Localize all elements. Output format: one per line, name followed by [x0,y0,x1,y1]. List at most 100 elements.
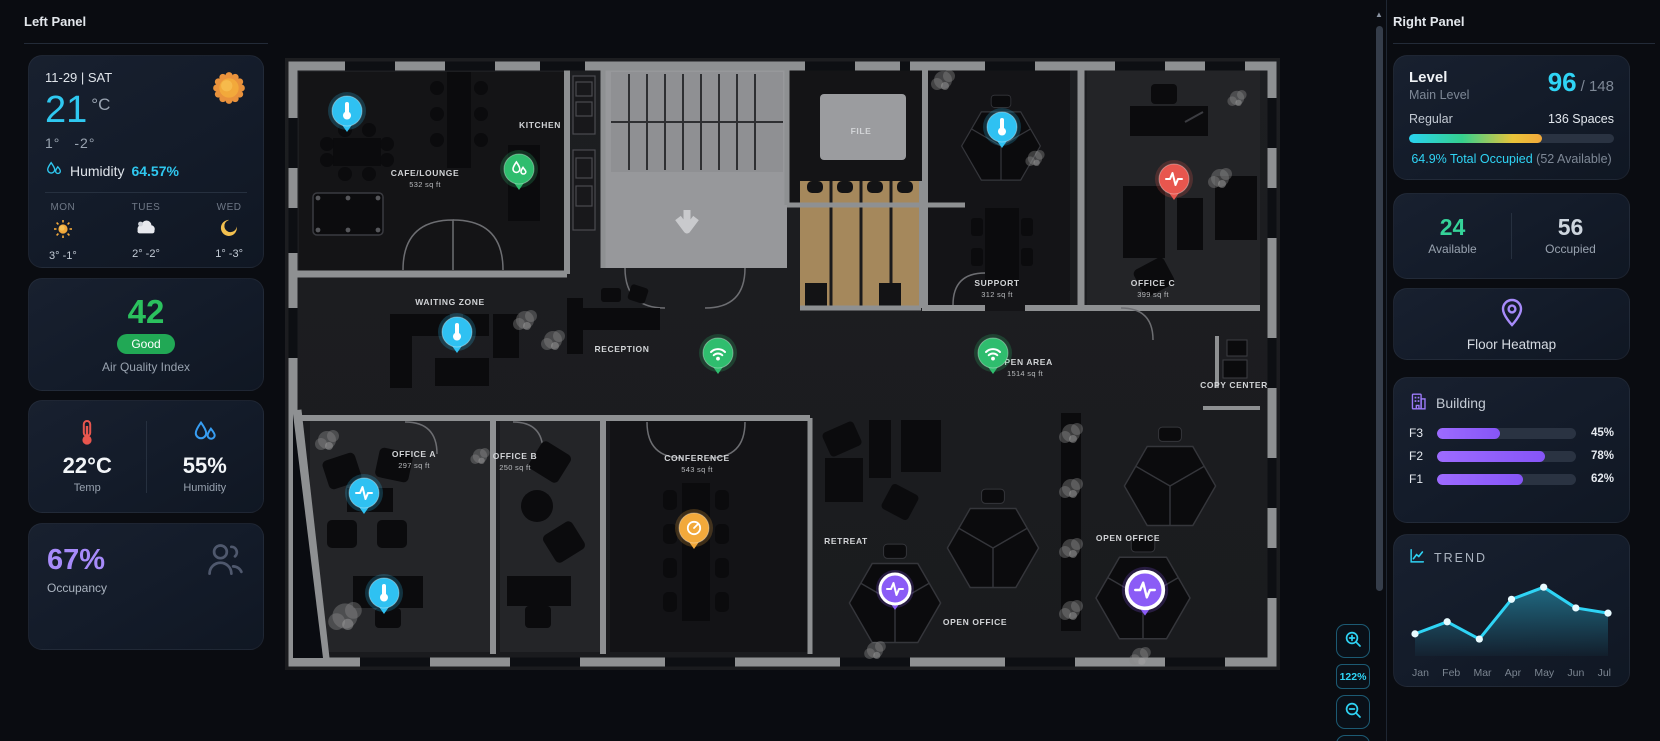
right-panel-title: Right Panel [1393,14,1465,29]
trend-month-label: Mar [1473,667,1492,679]
floor-heatmap-button[interactable]: Floor Heatmap [1393,288,1630,360]
room-area-label: 399 sq ft [1137,290,1169,299]
activity-sensor-pin[interactable] [1121,566,1169,616]
level-card: Level Main Level 96 / 148 Regular 136 Sp… [1393,55,1630,180]
level-occupied-text: 64.9% Total Occupied [1411,152,1533,166]
temperature-sensor-pin[interactable] [328,92,366,132]
temp-label: Temp [73,482,101,494]
humidity-sensor-pin[interactable] [500,150,538,190]
air-quality-card: 42 Good Air Quality Index [28,278,264,391]
level-total-count: / 148 [1580,78,1614,95]
zoom-level-label: 122% [1336,664,1370,689]
right-panel-header: Right Panel [1393,0,1655,44]
droplets-icon [45,160,63,181]
trend-month-label: Jul [1597,667,1611,679]
scrollbar-thumb[interactable] [1376,26,1383,591]
forecast-day-label: WED [216,202,242,213]
forecast-temps: 1° -3° [215,248,243,260]
trend-month-label: Apr [1504,667,1522,679]
temperature-sensor-pin[interactable] [983,108,1021,148]
room-label: OPEN AREA [997,357,1053,367]
gauge-sensor-pin[interactable] [675,509,713,549]
temperature-sensor-pin[interactable] [438,313,476,353]
room-label: OPEN OFFICE [943,617,1007,627]
floor-name: F3 [1409,426,1424,440]
level-title: Level [1409,69,1448,86]
room-label: OPEN OFFICE [1096,533,1160,543]
room-label: RETREAT [824,536,868,546]
room-area-label: 532 sq ft [409,180,441,189]
room-label: CONFERENCE [664,453,730,463]
panel-divider [1386,0,1387,741]
activity-sensor-pin[interactable] [1155,160,1193,200]
left-panel-title: Left Panel [24,14,87,29]
availability-divider [1511,213,1512,259]
weather-temp: 21 [45,89,88,131]
aqi-label: Air Quality Index [101,360,191,374]
room-label: FILE [851,126,872,136]
room-label: OFFICE B [493,451,537,461]
weather-high-low: 1°-2° [45,135,96,151]
available-count: 24 [1439,214,1466,240]
magnifier-minus-icon [1343,700,1363,725]
occupied-count: 56 [1557,214,1584,240]
room-label: CAFE/LOUNGE [391,168,459,178]
level-occupied-count: 96 [1547,67,1577,97]
floor-percent: 45% [1590,427,1614,439]
map-zoom-controls: 122% [1336,624,1370,741]
level-progress-bar [1409,134,1614,143]
fit-view-button[interactable] [1336,735,1370,741]
sun-icon [211,70,247,151]
humidity-label: Humidity [183,482,227,494]
weather-temp-unit: °C [91,95,111,114]
room-label: SUPPORT [974,278,1019,288]
sun-icon [52,218,74,245]
room-area-label: 312 sq ft [981,290,1013,299]
magnifier-plus-icon [1343,629,1363,654]
floor-bar-track [1437,473,1576,485]
available-label: Available [1428,242,1477,256]
zoom-out-button[interactable] [1336,695,1370,729]
temp-value: 22°C [62,453,112,478]
zoom-in-button[interactable] [1336,624,1370,658]
trend-title: TREND [1434,550,1488,565]
room-area-label: 297 sq ft [398,461,430,470]
occupancy-value: 67% [47,544,106,576]
activity-sensor-pin[interactable] [345,474,383,514]
room-label: WAITING ZONE [415,297,485,307]
occupancy-label: Occupancy [47,581,108,595]
activity-sensor-pin[interactable] [876,570,914,610]
right-panel: Right Panel Level Main Level 96 / 148 Re… [1393,0,1655,741]
wifi-sensor-pin[interactable] [974,334,1012,374]
floor-name: F2 [1409,449,1424,463]
room-label: COPY CENTER [1200,380,1268,390]
room-label: RECEPTION [595,344,650,354]
wifi-sensor-pin[interactable] [699,334,737,374]
floor-percent: 62% [1590,473,1614,485]
aqi-value: 42 [127,293,165,330]
room-area-label: 1514 sq ft [1007,369,1044,378]
temperature-sensor-pin[interactable] [365,574,403,614]
forecast-day-label: MON [50,202,76,213]
availability-card: 24 Available 56 Occupied [1393,193,1630,279]
climate-card: 22°C Temp 55% Humidity [28,400,264,513]
room-area-label: 250 sq ft [499,463,531,472]
thermometer-icon [75,419,99,450]
room-label: OFFICE C [1131,278,1175,288]
weather-divider [45,192,247,193]
occupancy-card: 67% Occupancy [28,523,264,650]
forecast-day-label: TUES [131,202,161,213]
aqi-status-badge: Good [117,334,175,354]
scrollbar-up-arrow[interactable]: ▲ [1375,10,1383,19]
left-panel: Left Panel 11-29 | SAT 21 °C 1°-2° [24,0,268,741]
building-floor-row: F3 45% [1409,426,1614,440]
line-chart-icon [1408,547,1426,568]
level-spaces-label: 136 Spaces [1547,112,1614,126]
